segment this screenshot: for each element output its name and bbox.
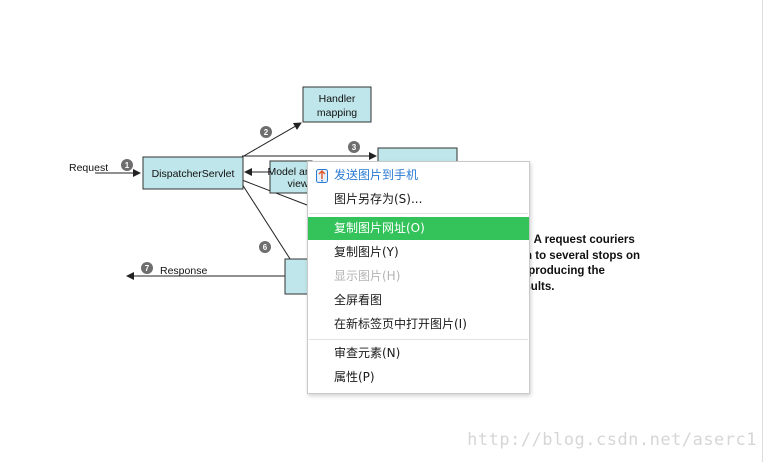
menu-item-label: 审查元素(N)	[334, 346, 401, 360]
menu-item-label: 在新标签页中打开图片(I)	[334, 317, 467, 331]
view-box	[284, 258, 310, 295]
response-label: Response	[160, 265, 207, 277]
menu-item-open-in-new-tab[interactable]: 在新标签页中打开图片(I)	[308, 313, 529, 336]
dispatcher-box	[142, 156, 244, 190]
step-6-number: 6	[263, 243, 268, 252]
handler-label-2: mapping	[317, 107, 357, 119]
menu-separator	[309, 213, 528, 214]
dispatcher-label: DispatcherServlet	[152, 168, 235, 180]
handler-label-1: Handler	[319, 93, 356, 105]
menu-item-properties[interactable]: 属性(P)	[308, 366, 529, 389]
menu-item-copy-image[interactable]: 复制图片(Y)	[308, 241, 529, 264]
menu-item-label: 属性(P)	[334, 370, 375, 384]
menu-item-copy-image-url[interactable]: 复制图片网址(O)	[308, 217, 529, 240]
step-1-number: 1	[125, 161, 130, 170]
caption-line-1: A request couriers	[533, 234, 635, 246]
menu-item-label: 图片另存为(S)...	[334, 192, 423, 206]
step-2-marker	[260, 126, 272, 138]
menu-item-save-image-as[interactable]: 图片另存为(S)...	[308, 188, 529, 211]
step-6-marker	[259, 241, 271, 253]
arrow-to-handler	[241, 122, 302, 158]
caption-line-3: o producing the	[518, 265, 605, 277]
page-border	[762, 0, 763, 462]
step-7-marker	[141, 262, 153, 274]
context-menu: 发送图片到手机 图片另存为(S)... 复制图片网址(O) 复制图片(Y) 显示…	[307, 161, 530, 394]
menu-item-show-image[interactable]: 显示图片(H)	[308, 265, 529, 288]
step-3-number: 3	[352, 143, 357, 152]
menu-item-label: 显示图片(H)	[334, 269, 401, 283]
model-view-box	[269, 160, 313, 194]
menu-item-fullscreen-view[interactable]: 全屏看图	[308, 289, 529, 312]
step-2-number: 2	[264, 128, 269, 137]
model-label-1: Model and	[267, 166, 316, 178]
arrow-to-view	[241, 183, 293, 263]
step-3-marker	[348, 141, 360, 153]
menu-item-label: 复制图片(Y)	[334, 245, 399, 259]
caption-line-2: on to several stops on	[518, 249, 641, 262]
model-label-2: view	[287, 178, 308, 190]
step-7-number: 7	[145, 264, 150, 273]
menu-item-label: 发送图片到手机	[334, 168, 419, 182]
menu-item-inspect-element[interactable]: 审查元素(N)	[308, 342, 529, 365]
watermark: http://blog.csdn.net/aserc1	[467, 430, 757, 450]
menu-item-send-to-phone[interactable]: 发送图片到手机	[308, 164, 529, 187]
send-to-phone-icon	[316, 169, 328, 183]
step-1-marker	[121, 159, 133, 171]
menu-item-label: 复制图片网址(O)	[334, 221, 425, 235]
menu-item-label: 全屏看图	[334, 293, 383, 307]
request-label: Request	[69, 162, 108, 174]
handler-mapping-box	[302, 86, 372, 123]
menu-separator	[309, 339, 528, 340]
figure-caption: 1. A request couriers on to several stop…	[518, 233, 640, 295]
